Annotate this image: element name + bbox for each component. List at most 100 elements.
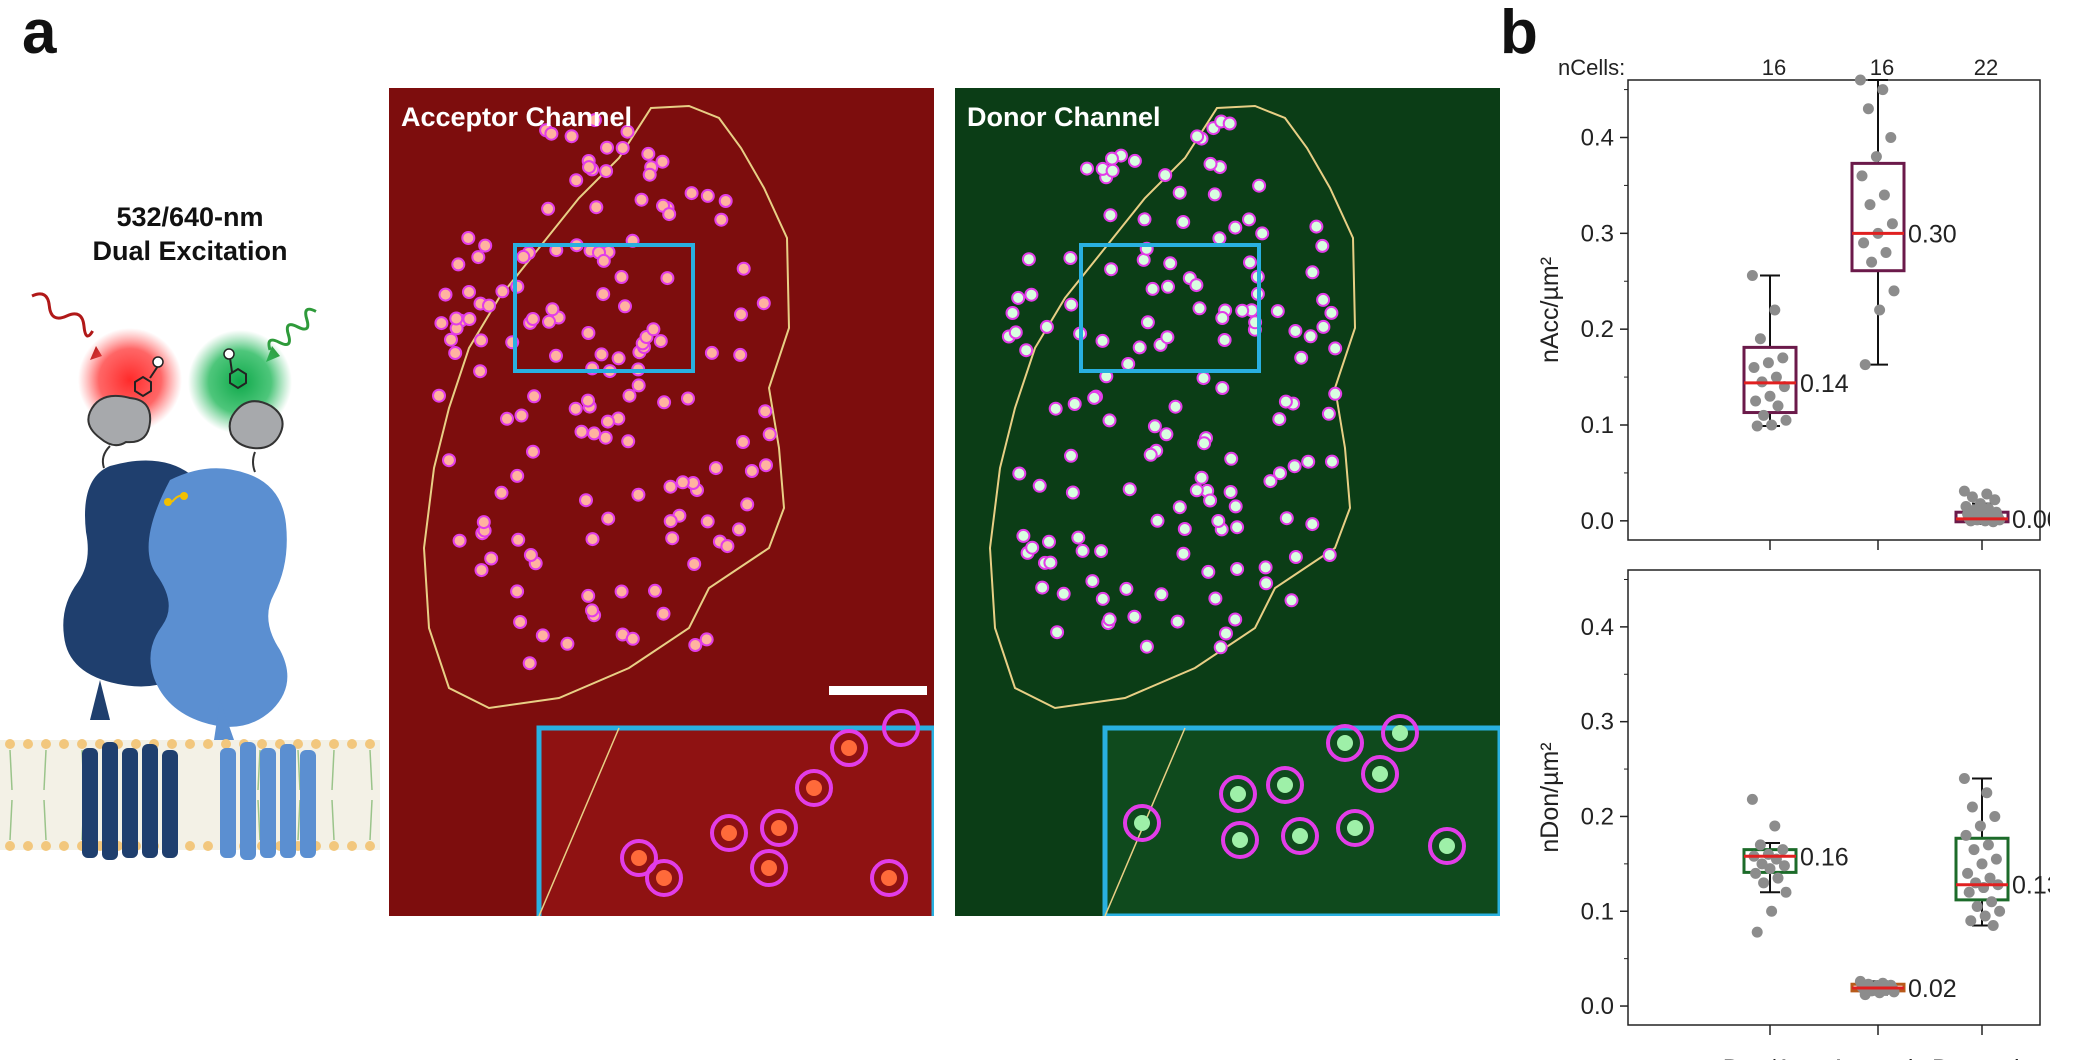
spot-marker — [687, 557, 702, 571]
y-tick-label: 0.4 — [1581, 614, 1614, 641]
spot-marker — [587, 113, 602, 128]
spot-marker — [544, 126, 559, 141]
box-plot-panel: 0.00.10.20.30.4nAcc/µm²0.14160.30160.002… — [1536, 55, 2050, 1060]
spot-marker — [1303, 329, 1318, 344]
spot-marker — [655, 154, 670, 169]
category-label: Acc-only — [1830, 1055, 1926, 1060]
spot-marker — [1321, 406, 1336, 421]
spot-marker — [525, 312, 540, 326]
spot-marker — [527, 389, 542, 404]
data-point — [1758, 409, 1770, 421]
spot-marker — [1228, 220, 1243, 235]
data-point — [1751, 420, 1763, 432]
spot-marker — [599, 164, 614, 179]
spot-marker — [581, 393, 595, 408]
spot-marker — [740, 497, 755, 512]
data-point — [1772, 872, 1784, 884]
spot-marker — [1016, 528, 1031, 543]
median-label: 0.002 — [2012, 506, 2050, 534]
spot-marker — [1190, 129, 1205, 144]
zoom-inset — [536, 725, 934, 916]
data-point — [1981, 488, 1993, 500]
spot-marker — [1217, 333, 1232, 347]
spot-marker — [510, 468, 525, 483]
panel-label-b: b — [1500, 0, 1538, 67]
spot-marker — [514, 408, 529, 423]
spot-marker — [522, 656, 537, 671]
data-point — [1986, 896, 1998, 908]
y-tick-label: 0.0 — [1581, 508, 1614, 535]
detected-spots — [1001, 114, 1343, 655]
data-point — [1859, 989, 1871, 1001]
spot-marker — [718, 194, 733, 208]
spot-marker — [596, 253, 611, 268]
spot-marker — [1176, 215, 1191, 229]
spot-marker — [1316, 319, 1331, 334]
plot-frame — [1627, 79, 2041, 541]
spot-marker — [476, 515, 491, 530]
spot-marker — [700, 188, 715, 203]
extracellular-domain-right — [148, 468, 288, 727]
spot-marker — [1230, 520, 1245, 535]
excitation-label-line2: Dual Excitation — [92, 236, 288, 266]
data-point — [1856, 170, 1868, 182]
spot-marker — [451, 257, 466, 272]
spot-marker — [1119, 581, 1134, 596]
spot-marker — [1288, 550, 1303, 564]
data-point — [1854, 74, 1866, 86]
data-point — [1878, 189, 1890, 201]
y-tick-label: 0.1 — [1581, 412, 1614, 439]
spot-marker — [545, 302, 560, 317]
spot-marker — [1242, 212, 1256, 227]
donor-snap-tag — [228, 400, 284, 450]
spot-marker — [1328, 341, 1343, 356]
spot-marker — [1270, 304, 1285, 319]
spot-marker — [1103, 208, 1118, 223]
spot-marker — [708, 461, 723, 476]
spot-marker — [1035, 580, 1050, 595]
data-point — [1888, 285, 1900, 297]
spot-marker — [478, 238, 493, 253]
spot-marker — [1230, 562, 1245, 576]
data-point — [1762, 357, 1774, 369]
spot-marker — [589, 200, 604, 215]
data-point — [1880, 247, 1892, 258]
data-point — [1965, 515, 1977, 527]
spot-marker — [1328, 386, 1343, 401]
data-point — [1979, 910, 1991, 922]
spot-marker — [1048, 401, 1063, 416]
data-point — [1778, 860, 1790, 872]
spot-marker — [542, 314, 556, 329]
spot-marker — [1243, 255, 1257, 270]
spot-marker — [1121, 357, 1136, 371]
spot-marker — [1008, 325, 1023, 340]
y-tick-label: 0.2 — [1581, 803, 1614, 830]
spot-marker — [736, 261, 751, 276]
spot-marker — [569, 173, 584, 188]
ncells-value: 16 — [1870, 55, 1894, 80]
spot-marker — [448, 346, 463, 360]
spot-marker — [1189, 278, 1204, 293]
spot-marker — [641, 146, 656, 161]
spot-marker — [582, 160, 596, 175]
spot-marker — [1201, 564, 1216, 579]
data-point — [1772, 400, 1784, 412]
spot-marker — [1005, 306, 1020, 320]
spot-marker — [581, 588, 596, 603]
spot-marker — [699, 632, 714, 647]
spot-marker — [585, 603, 599, 618]
spot-marker — [1222, 116, 1237, 131]
spot-marker — [1259, 576, 1274, 591]
spot-marker — [1258, 560, 1273, 575]
spot-marker — [1228, 612, 1243, 627]
spot-marker — [681, 391, 695, 406]
spot-marker — [1064, 448, 1078, 463]
category-label: Don-only — [1932, 1055, 2033, 1060]
spot-marker — [1294, 350, 1309, 365]
spot-marker — [611, 351, 626, 366]
cell-outline — [422, 104, 791, 710]
spot-marker — [1159, 427, 1174, 442]
y-tick-label: 0.4 — [1581, 125, 1614, 152]
data-point — [1862, 103, 1874, 115]
spot-marker — [510, 584, 525, 599]
